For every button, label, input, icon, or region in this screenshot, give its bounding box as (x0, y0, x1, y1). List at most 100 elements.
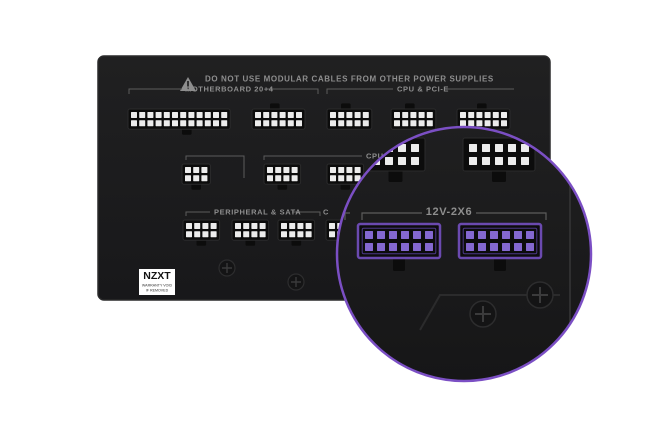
connector-pin (259, 223, 266, 229)
connector-pin (283, 167, 290, 173)
connector-pin (267, 175, 273, 182)
connector-pin (275, 175, 282, 182)
connector-pin (201, 175, 208, 182)
connector-pin (186, 223, 192, 229)
connector-pin (389, 243, 397, 251)
warning-icon (180, 77, 196, 91)
connector-pin (139, 120, 146, 127)
connector-pin (330, 175, 336, 182)
connector-pin (398, 157, 406, 165)
connector-latch (388, 170, 403, 182)
c-label: C (323, 208, 329, 217)
connector-pin (490, 243, 498, 251)
cpu-connector-zoomed (462, 137, 536, 182)
zoom-ring (335, 125, 593, 383)
connector-pin (501, 112, 507, 118)
connector-pin (147, 120, 154, 127)
12v-2x6-connector (356, 222, 442, 271)
connector-latch (405, 103, 415, 110)
connector-pin (466, 231, 474, 239)
connector-pin (172, 112, 178, 118)
connector-latch (270, 103, 280, 110)
panel-connectors (127, 103, 511, 246)
cpu-connector (326, 163, 365, 190)
connector-pin (305, 223, 312, 229)
connector-pin (508, 157, 516, 165)
connector-pin (482, 144, 490, 152)
connector-pin (418, 112, 425, 118)
zoom-connectors (356, 137, 543, 271)
connector-pin (283, 175, 290, 182)
connector-pin (401, 243, 409, 251)
connector-pin (193, 167, 200, 173)
cpu-pcie-connector (390, 103, 437, 130)
connector-latch (245, 239, 256, 246)
connector-pin (188, 120, 195, 127)
connector-body (326, 163, 365, 185)
connector-pin (354, 167, 361, 173)
connector-pin (201, 167, 208, 173)
connector-latch (393, 257, 405, 271)
screw-icon (218, 259, 236, 277)
connector-pin (394, 112, 400, 118)
sticker-line-1: WARRANTY VOID (142, 283, 173, 287)
connector-pin (526, 231, 534, 239)
connector-pin (291, 175, 298, 182)
connector-pin (410, 120, 417, 127)
connector-pin (377, 231, 385, 239)
connector-pin (213, 120, 219, 127)
connector-pin (460, 112, 466, 118)
connector-pin (204, 120, 211, 127)
screw-icon (469, 300, 497, 328)
connector-pin (255, 112, 261, 118)
connector-pin (478, 243, 486, 251)
connector-pin (287, 120, 294, 127)
connector-pin (521, 157, 529, 165)
connector-latch (477, 103, 487, 110)
connector-pin (296, 120, 302, 127)
connector-pin (213, 112, 219, 118)
12v-2x6-connector (457, 222, 543, 271)
connector-pin (484, 112, 491, 118)
connector-pin (297, 231, 304, 238)
connector-pin (346, 167, 353, 173)
connector-pin (193, 175, 200, 182)
connector-pin (267, 167, 273, 173)
connector-pin (131, 112, 137, 118)
connector-latch (277, 183, 288, 190)
connector-pin (468, 120, 475, 127)
connector-pin (418, 120, 425, 127)
connector-pin (180, 120, 187, 127)
connector-pin (196, 120, 203, 127)
connector-pin (289, 223, 296, 229)
psu-back-panel: DO NOT USE MODULAR CABLES FROM OTHER POW… (97, 55, 551, 301)
connector-pin (329, 231, 335, 238)
connector-pin (338, 167, 345, 173)
cpu-pcie-label: CPU & PCI-E (397, 85, 449, 94)
connector-pin (460, 120, 466, 127)
connector-pin (365, 231, 373, 239)
connector-pin (413, 243, 421, 251)
connector-pin (394, 120, 400, 127)
connector-pin (210, 231, 217, 238)
connector-pin (255, 120, 261, 127)
connector-pin (330, 112, 336, 118)
connector-pin (163, 120, 170, 127)
connector-pin (365, 243, 373, 251)
connector-pin (402, 120, 409, 127)
connector-pin (287, 112, 294, 118)
connector-pin (426, 112, 433, 118)
connector-pin (410, 112, 417, 118)
connector-pin (354, 112, 361, 118)
connector-pin (221, 112, 228, 118)
connector-pin (185, 167, 191, 173)
connector-latch (340, 183, 351, 190)
connector-pin (425, 231, 433, 239)
connector-pin (354, 175, 361, 182)
connector-pin (263, 112, 270, 118)
connector-pin (194, 223, 201, 229)
warning-text: DO NOT USE MODULAR CABLES FROM OTHER POW… (205, 75, 494, 84)
connector-pin (468, 112, 475, 118)
connector-pin (490, 231, 498, 239)
sata-connector (231, 219, 270, 246)
